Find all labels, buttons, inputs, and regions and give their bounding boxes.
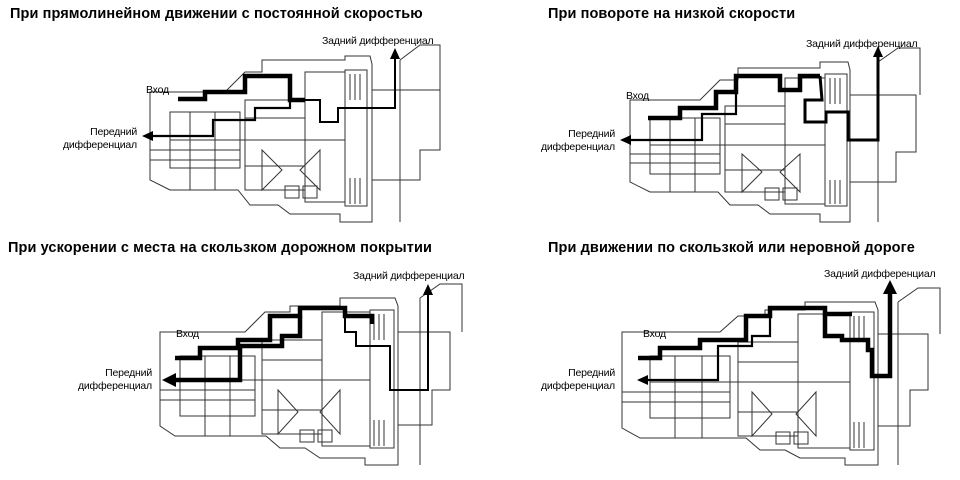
panel-straight-constant-speed: При прямолинейном движении с постоянной … (0, 0, 470, 235)
panel-slippery-start-acceleration: При ускорении с места на скользком дорож… (0, 240, 470, 475)
transfer-case-diagram (620, 46, 921, 223)
front-differential-label-line1: Передний (568, 367, 615, 379)
input-label: Вход (146, 84, 169, 96)
power-flow-paths (150, 58, 396, 138)
transfer-case-diagram (621, 280, 941, 466)
rear-output-flow-line (344, 294, 429, 391)
front-output-arrowhead (142, 131, 153, 141)
front-output-arrowhead (620, 135, 631, 145)
rear-output-arrowhead (423, 284, 433, 295)
rear-output-arrowhead (883, 280, 897, 294)
transfer-case-housing (159, 283, 463, 466)
transfer-case-housing (149, 44, 441, 223)
input-label: Вход (643, 328, 666, 340)
rear-differential-label: Задний дифференциал (824, 268, 936, 280)
transfer-case-diagram (159, 283, 463, 466)
rear-differential-label: Задний дифференциал (353, 270, 465, 282)
front-differential-label-line2: дифференциал (62, 139, 137, 151)
input-flow-line (178, 73, 305, 103)
input-label: Вход (176, 328, 199, 340)
rear-output-arrowhead (873, 46, 883, 57)
input-flow-line (648, 73, 820, 121)
panel-title: При прямолинейном движении с постоянной … (10, 6, 423, 22)
transfer-case-housing (621, 287, 941, 466)
rear-output-arrowhead (390, 48, 400, 59)
panel-title: При ускорении с места на скользком дорож… (8, 240, 432, 256)
panel-title: При движении по скользкой или неровной д… (548, 240, 915, 256)
front-differential-label-line2: дифференциал (77, 380, 152, 392)
panel-slippery-rough-road: При движении по скользкой или неровной д… (480, 240, 950, 475)
front-output-flow-line (628, 92, 738, 142)
front-output-arrowhead (637, 375, 648, 385)
power-flow-paths (628, 56, 880, 142)
transfer-case-diagram (142, 44, 441, 223)
rear-output-flow-line (305, 58, 396, 123)
power-flow-paths (172, 294, 429, 391)
front-output-flow-line (150, 100, 292, 138)
front-output-flow-line (172, 316, 303, 383)
rear-output-flow-line (803, 56, 880, 142)
input-flow-line (638, 305, 852, 361)
rear-differential-label: Задний дифференциал (806, 38, 918, 50)
front-differential-label-line1: Передний (90, 126, 137, 138)
front-differential-label-line2: дифференциал (540, 141, 615, 153)
rear-output-flow-line (822, 290, 893, 379)
front-output-flow-line (646, 316, 772, 382)
input-label: Вход (626, 90, 649, 102)
power-flow-paths (638, 290, 893, 382)
front-differential-label-line1: Передний (568, 128, 615, 140)
input-flow-line (175, 305, 375, 361)
front-differential-label-line1: Передний (105, 367, 152, 379)
rear-differential-label: Задний дифференциал (322, 35, 434, 47)
panel-low-speed-turn: При повороте на низкой скорости (480, 0, 950, 235)
front-differential-label-line2: дифференциал (540, 380, 615, 392)
panel-title: При повороте на низкой скорости (548, 6, 796, 22)
front-output-arrowhead (162, 373, 176, 387)
